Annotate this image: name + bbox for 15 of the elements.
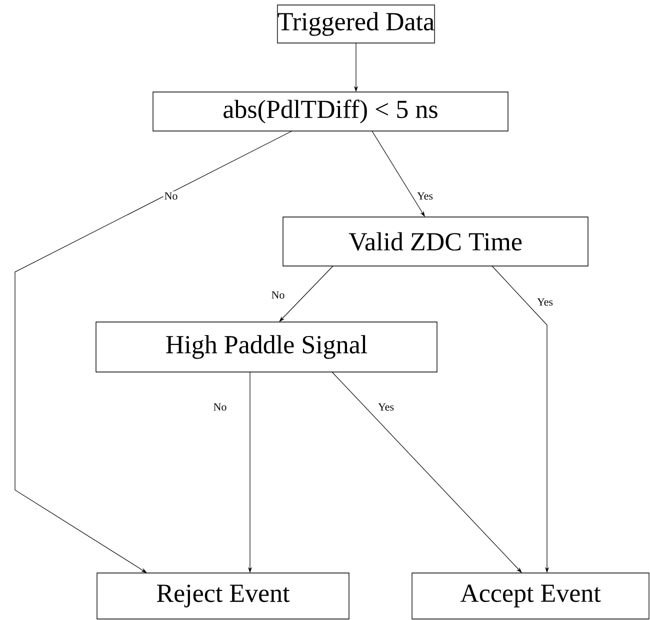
arrow — [332, 372, 522, 573]
process-box: Triggered Data — [277, 4, 435, 44]
process-box: Reject Event — [96, 572, 350, 620]
edge-label: Yes — [416, 191, 434, 201]
process-box: High Paddle Signal — [96, 322, 438, 372]
arrow — [14, 130, 292, 573]
edge-label: No — [163, 191, 179, 201]
process-box: Valid ZDC Time — [282, 216, 588, 266]
process-box: Accept Event — [412, 572, 650, 620]
process-box: abs(PdlTDiff) < 5 ns — [152, 92, 508, 132]
edge-label: Yes — [377, 402, 395, 412]
edge-label: No — [270, 290, 286, 300]
edge-label: No — [212, 402, 228, 412]
edge-label: Yes — [536, 297, 554, 307]
arrow — [279, 266, 334, 322]
